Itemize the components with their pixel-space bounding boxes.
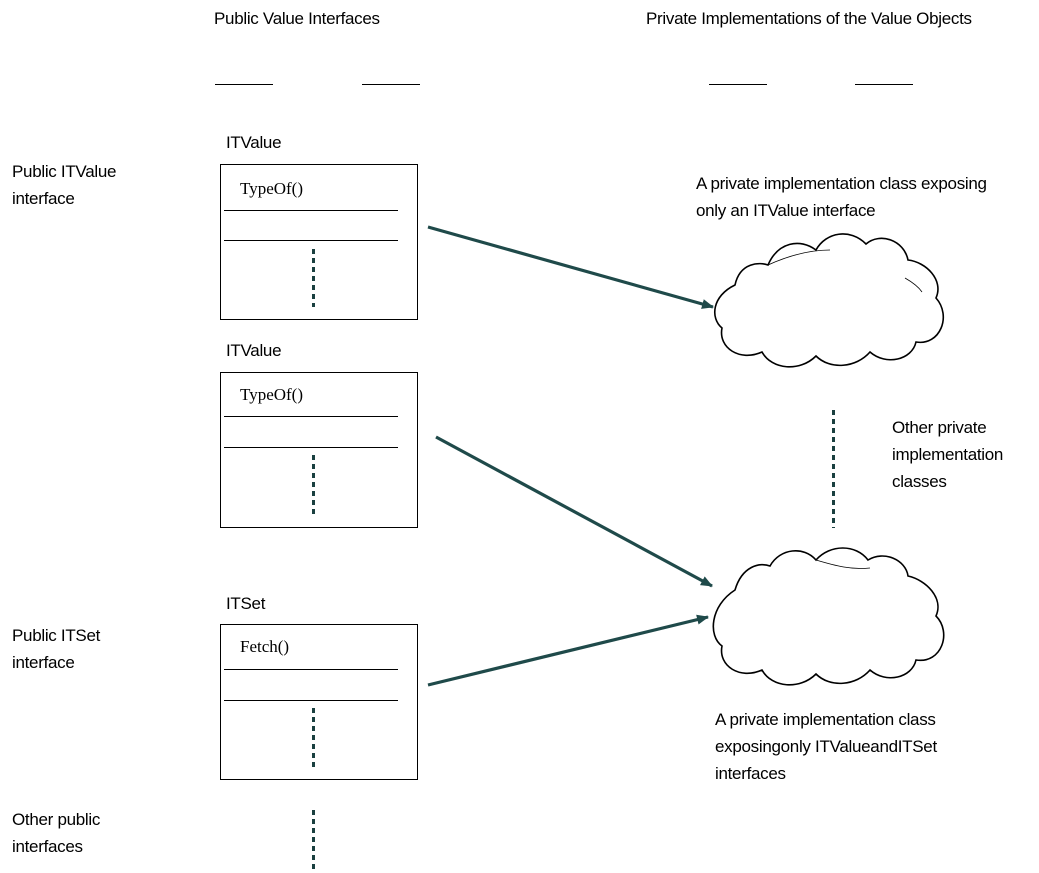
box-divider [224,210,398,211]
vertical-ellipsis [312,249,315,307]
private-implementations-header: Private Implementations of the Value Obj… [646,9,972,28]
interface-box-itvalue-2 [220,372,418,528]
header-underline [362,84,420,85]
public-interfaces-header: Public Value Interfaces [214,9,380,28]
interface-title: ITValue [226,133,282,152]
vertical-ellipsis [312,708,315,768]
box-divider [224,700,398,701]
method-label: Fetch() [240,637,290,656]
vertical-ellipsis [312,810,315,872]
public-itset-interface-label: Public ITSet interface [12,626,101,672]
interface-title: ITValue [226,341,282,360]
method-label: TypeOf() [240,385,304,404]
arrow-itvalue-to-bottom-class [435,435,713,588]
private-class-itvalue-label: A private implementation class exposing … [696,174,987,220]
vertical-ellipsis [832,410,835,528]
arrow-itset-to-bottom-class [427,614,709,687]
public-itvalue-interface-label: Public ITValue interface [12,162,117,208]
box-divider [224,240,398,241]
arrow-itvalue-to-top-class [427,225,714,309]
box-divider [224,447,398,448]
interface-box-itset [220,624,418,780]
method-label: TypeOf() [240,179,304,198]
interface-title: ITSet [226,594,266,613]
header-underline [215,84,273,85]
other-public-interfaces-label: Other public interfaces [12,810,101,856]
header-underline [709,84,767,85]
vertical-ellipsis [312,455,315,515]
header-underline [855,84,913,85]
private-class-cloud-top [713,233,945,368]
interface-box-itvalue-1 [220,164,418,320]
box-divider [224,669,398,670]
other-private-classes-label: Other private implementation classes [892,418,1004,491]
private-class-itvalue-itset-label: A private implementation class exposingo… [715,710,937,783]
box-divider [224,416,398,417]
private-class-cloud-bottom [712,547,945,686]
